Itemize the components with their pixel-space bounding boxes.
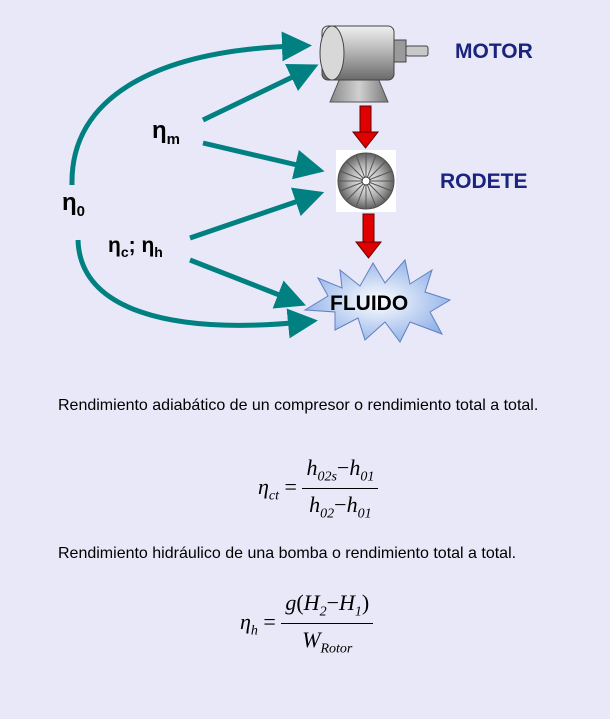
arrow-eta0-to-motor (69, 31, 312, 186)
rodete-label: RODETE (440, 170, 528, 193)
eta-0-label: η0 (62, 189, 85, 220)
motor-label: MOTOR (455, 40, 533, 63)
hydraulic-efficiency-text: Rendimiento hidráulico de una bomba o re… (58, 545, 517, 562)
arrow-etam-to-rodete (202, 140, 325, 180)
arrow-etach-to-rodete (189, 187, 325, 241)
arrow-eta0-to-fluido (75, 239, 318, 339)
formula1-fraction: h02s−h01 h02−h01 (302, 455, 379, 523)
formula2-fraction: g(H2−H1) WRotor (281, 590, 374, 658)
motor-icon (319, 25, 429, 103)
arrow-etam-to-motor (201, 63, 319, 123)
fluido-burst (303, 258, 452, 343)
formula-compressor-efficiency: ηct = h02s−h01 h02−h01 (258, 455, 379, 523)
eta-c-h-label: ηc; ηh (108, 234, 163, 260)
formula-pump-efficiency: ηh = g(H2−H1) WRotor (240, 590, 374, 658)
eta-m-label: ηm (152, 117, 180, 148)
fluido-label: FLUIDO (330, 292, 408, 315)
arrow-rodete-to-fluido (354, 213, 383, 259)
efficiency-diagram: MOTOR RODETE FLUIDO η0 ηm ηc; ηh (62, 25, 533, 343)
adiabatic-efficiency-text: Rendimiento adiabático de un compresor o… (58, 397, 539, 414)
rodete-icon (336, 150, 396, 212)
arrow-motor-to-rodete (351, 105, 380, 149)
arrow-etach-to-fluido (189, 257, 306, 309)
